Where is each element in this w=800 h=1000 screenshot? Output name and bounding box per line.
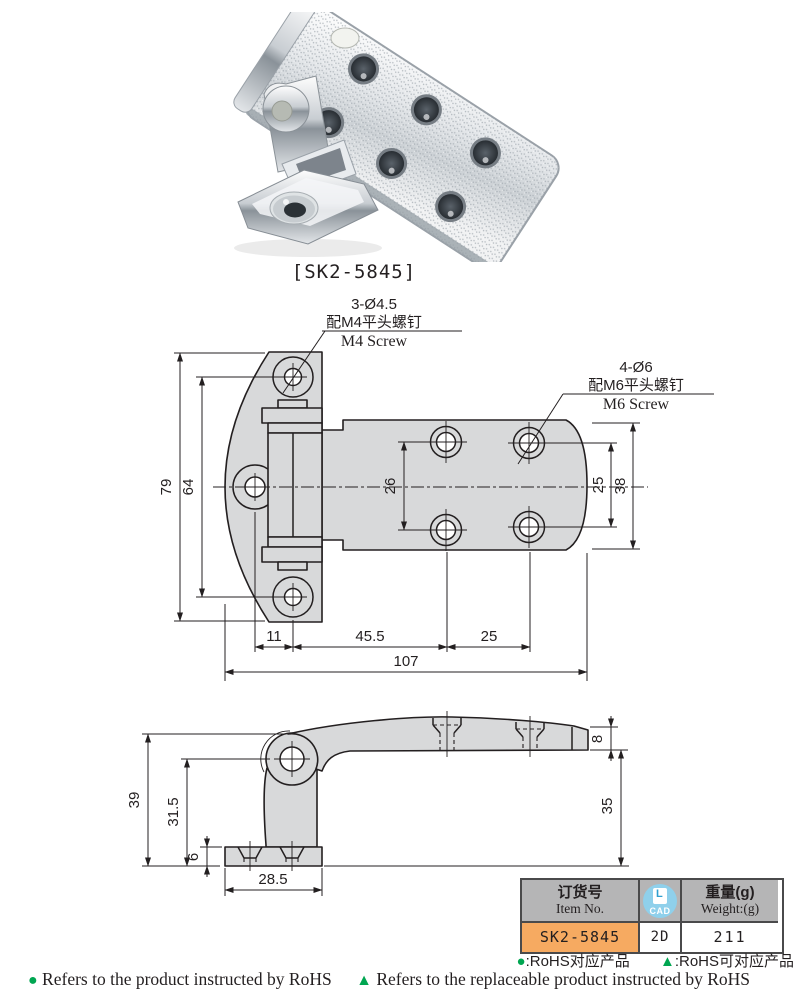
item-no-value: SK2-5845 (539, 928, 621, 947)
dim-79-label: 79 (158, 479, 175, 496)
rohs-cn-tri-item: ▲:RoHS可对应产品 (660, 953, 794, 970)
dim-38: 38 (592, 422, 640, 550)
plate-holes (425, 421, 550, 551)
rohs-dot-icon: ● (516, 953, 526, 970)
rohs-dot-icon-en: ● (28, 972, 38, 989)
weight-header-en: Weight:(g) (700, 901, 760, 917)
dim-107-label: 107 (393, 653, 418, 670)
dim-31-5-label: 31.5 (165, 797, 182, 826)
weight-header-cn: 重量(g) (705, 883, 755, 901)
weight-header: 重量(g) Weight:(g) (682, 880, 778, 923)
base-countersinks (237, 841, 305, 871)
weight-value: 211 (713, 928, 747, 947)
dim-25-right: 25 (540, 442, 617, 528)
dim-6: 6 (185, 836, 222, 877)
knuckle (261, 399, 323, 571)
dim-35: 35 (324, 749, 629, 867)
model-caption: [SK2-5845] (291, 261, 417, 283)
item-no-header: 订货号 Item No. (522, 880, 640, 923)
dim-11-label: 11 (266, 628, 282, 645)
hinge-bracket (234, 27, 382, 257)
cad-type-value: 2D (650, 928, 670, 945)
base-countersunk-hole (269, 191, 319, 225)
rohs-cn-tri-text: :RoHS可对应产品 (674, 953, 794, 970)
callout-m4-en: M4 Screw (341, 333, 408, 350)
dim-28-5-label: 28.5 (258, 871, 287, 888)
cad-type-cell[interactable]: 2D (640, 923, 682, 952)
dim-35-label: 35 (599, 798, 616, 815)
side-view: 39 31.5 6 28.5 (126, 711, 629, 896)
dim-79: 79 (158, 352, 265, 622)
hinge-plate (233, 12, 560, 262)
rohs-cn-dot-text: :RoHS对应产品 (525, 953, 630, 970)
item-no-header-en: Item No. (556, 901, 604, 917)
rohs-cn-dot-item: ●:RoHS对应产品 (517, 953, 630, 970)
callout-m4-cn: 配M4平头螺钉 (326, 314, 422, 331)
dim-64-label: 64 (180, 479, 197, 496)
rohs-en-dot-text: Refers to the product instructed by RoHS (42, 969, 332, 989)
dim-39-label: 39 (126, 792, 143, 809)
rohs-triangle-icon-en: ▲ (356, 972, 372, 989)
rohs-legend-en: ● Refers to the product instructed by Ro… (28, 969, 750, 990)
dim-45-5: 45.5 (292, 628, 448, 650)
cad-document-icon: L (653, 887, 667, 904)
callout-m6: 4-Ø6 配M6平头螺钉 M6 Screw (517, 359, 714, 465)
dim-107: 107 (224, 653, 588, 675)
rohs-legend-cn: ●:RoHS对应产品 ▲:RoHS可对应产品 (517, 950, 794, 971)
dim-11: 11 (254, 628, 294, 650)
cad-header-cell: L CAD (640, 880, 682, 923)
callout-m6-cn: 配M6平头螺钉 (588, 377, 684, 394)
dim-38-label: 38 (612, 478, 629, 495)
item-no-header-cn: 订货号 (557, 883, 603, 901)
weight-cell: 211 (682, 923, 778, 952)
dim-25r-label: 25 (590, 477, 607, 494)
pivot-pin (271, 100, 293, 122)
arm (287, 716, 589, 772)
dim-31-5: 31.5 (165, 758, 270, 867)
arm-countersinks (432, 711, 545, 757)
dim-25b-label: 25 (481, 628, 498, 645)
dim-39: 39 (126, 733, 284, 867)
product-photo (233, 12, 560, 262)
rohs-en-tri-item: ▲ Refers to the replaceable product inst… (356, 969, 750, 989)
plate-holes (313, 53, 501, 223)
pivot-arc-detail (260, 730, 291, 773)
rohs-en-tri-text: Refers to the replaceable product instru… (376, 969, 751, 989)
dim-64: 64 (180, 376, 284, 598)
callout-m4-qty: 3-Ø4.5 (351, 296, 397, 313)
washer-top (330, 27, 360, 49)
rohs-en-dot-item: ● Refers to the product instructed by Ro… (28, 969, 332, 989)
rohs-triangle-icon: ▲ (659, 953, 675, 970)
dim-8: 8 (589, 716, 628, 761)
dim-28-5: 28.5 (224, 868, 323, 896)
dim-45-5-label: 45.5 (355, 628, 384, 645)
dim-25-bottom: 25 (446, 628, 531, 650)
callout-m4: 3-Ø4.5 配M4平头螺钉 M4 Screw (282, 296, 462, 394)
cad-icon-label: CAD (649, 906, 671, 917)
dim-8-label: 8 (589, 735, 606, 743)
callout-m6-en: M6 Screw (603, 396, 670, 413)
spec-table: 订货号 Item No. L CAD 重量(g) Weight:(g) SK2-… (520, 878, 784, 954)
cad-icon[interactable]: L CAD (643, 883, 677, 918)
item-no-cell: SK2-5845 (522, 923, 640, 952)
top-view: 3-Ø4.5 配M4平头螺钉 M4 Screw 4-Ø6 配M6平头螺钉 M6 … (158, 296, 714, 681)
dim-26-label: 26 (382, 478, 399, 495)
callout-m6-qty: 4-Ø6 (619, 359, 652, 376)
bottom-extensions (224, 512, 588, 681)
dim-26: 26 (382, 441, 436, 531)
dim-6-label: 6 (185, 853, 202, 861)
